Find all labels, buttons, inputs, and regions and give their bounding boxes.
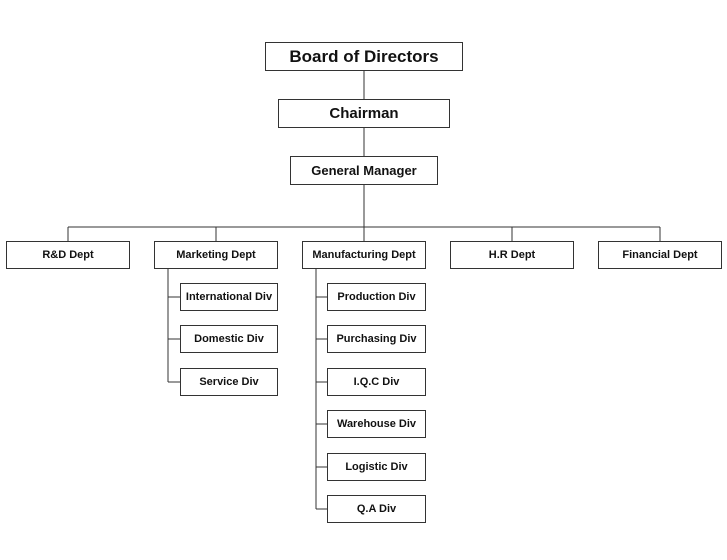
div-box-purchasing: Purchasing Div <box>327 325 426 353</box>
div-box-production: Production Div <box>327 283 426 311</box>
chairman-box: Chairman <box>278 99 450 128</box>
dept-box-financial: Financial Dept <box>598 241 722 269</box>
div-box-international: International Div <box>180 283 278 311</box>
dept-box-marketing: Marketing Dept <box>154 241 278 269</box>
dept-box-manufacturing: Manufacturing Dept <box>302 241 426 269</box>
div-box-warehouse: Warehouse Div <box>327 410 426 438</box>
general-manager-box: General Manager <box>290 156 438 185</box>
div-box-service: Service Div <box>180 368 278 396</box>
board-of-directors-box: Board of Directors <box>265 42 463 71</box>
div-box-qa: Q.A Div <box>327 495 426 523</box>
div-box-domestic: Domestic Div <box>180 325 278 353</box>
dept-box-hr: H.R Dept <box>450 241 574 269</box>
div-box-iqc: I.Q.C Div <box>327 368 426 396</box>
div-box-logistic: Logistic Div <box>327 453 426 481</box>
dept-box-rnd: R&D Dept <box>6 241 130 269</box>
